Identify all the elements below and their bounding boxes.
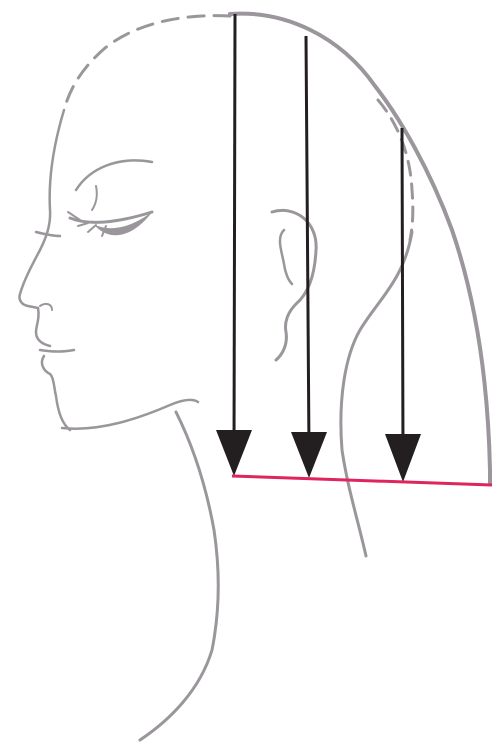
hair-top-outline <box>230 14 490 484</box>
eyebrow-outline <box>76 160 152 190</box>
back-head-dashed-outline <box>378 100 413 240</box>
eye-lash-3 <box>88 225 96 232</box>
nose-outline <box>19 250 40 308</box>
upper-lip-outline <box>36 308 50 346</box>
guideline-icon <box>232 476 492 485</box>
crown-dashed-outline <box>64 16 230 110</box>
down-arrow-icon <box>216 14 252 476</box>
down-arrow-icon <box>291 36 327 478</box>
guide-arrows <box>216 14 421 482</box>
mouth-line <box>40 350 74 352</box>
ear-inner <box>280 230 292 284</box>
head-profile-icon <box>19 16 412 740</box>
upper-lash-curve <box>92 186 97 210</box>
eye-shadow <box>96 214 150 235</box>
down-arrow-icon <box>385 128 421 482</box>
nostril-outline <box>40 304 52 310</box>
hair-outline <box>230 14 490 484</box>
eye-lash-2 <box>78 223 88 226</box>
neck-front-outline <box>140 412 218 740</box>
forehead-outline <box>40 110 64 250</box>
chin-outline <box>42 356 70 430</box>
